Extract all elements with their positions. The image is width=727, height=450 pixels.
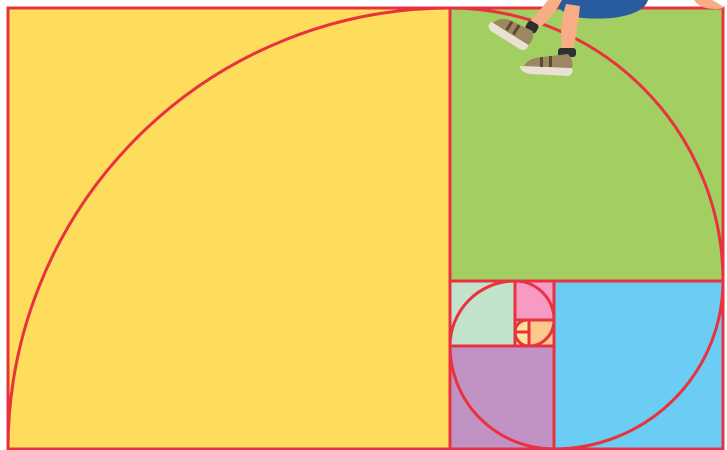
shoe-front-strap-2	[549, 56, 552, 67]
shoe-front-strap-1	[540, 57, 543, 67]
square-2	[450, 8, 723, 281]
square-3	[554, 281, 723, 449]
square-1-largest	[8, 8, 450, 449]
squares-group	[8, 8, 723, 449]
